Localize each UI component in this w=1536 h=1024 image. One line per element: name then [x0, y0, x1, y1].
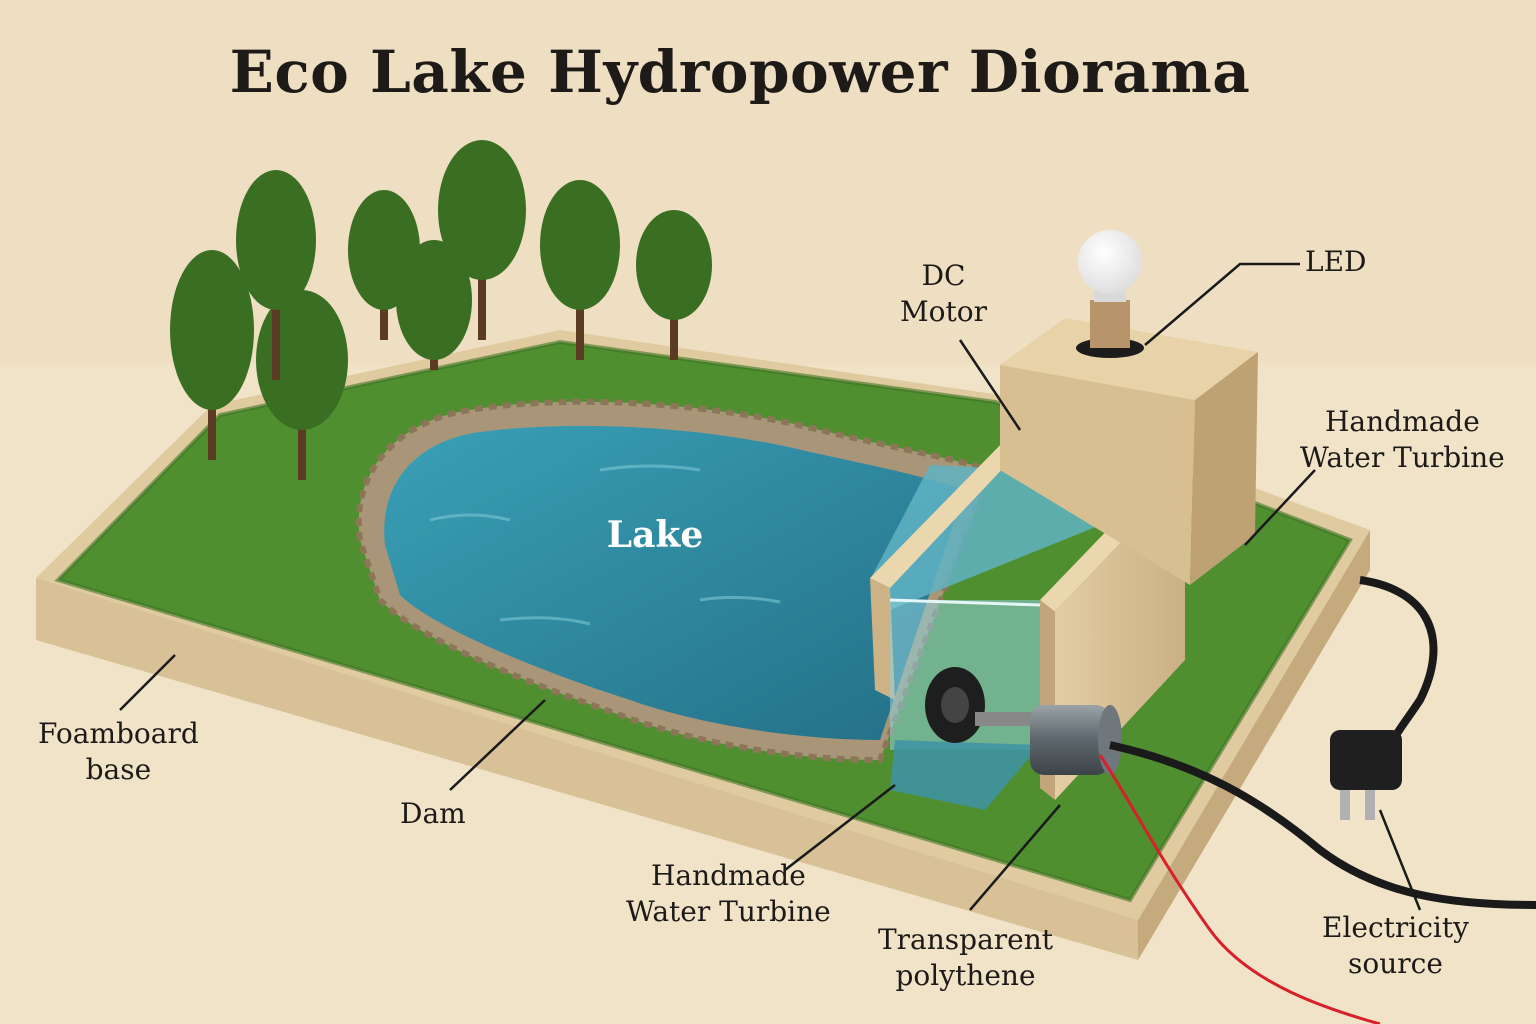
label-turbine-bottom: Handmade Water Turbine — [626, 859, 831, 928]
label-turbine-right: Handmade Water Turbine — [1300, 405, 1505, 474]
motor-icon — [1030, 705, 1122, 775]
black-cable — [1109, 741, 1536, 909]
label-foamboard: Foamboard base — [38, 717, 199, 786]
diagram-title: Eco Lake Hydropower Diorama — [229, 38, 1251, 106]
powerhouse-box — [1000, 318, 1258, 585]
leader-lines — [119, 262, 1422, 911]
led-bulb-icon — [1076, 230, 1144, 358]
label-led: LED — [1305, 245, 1367, 278]
label-dc-motor: DC Motor — [900, 259, 988, 328]
label-electricity: Electricity source — [1322, 911, 1469, 980]
turbine-icon — [925, 667, 1035, 743]
lake-label: Lake — [606, 514, 704, 556]
plug-icon — [1330, 730, 1402, 820]
tree-icon — [170, 140, 712, 480]
label-polythene: Transparent polythene — [878, 923, 1054, 992]
red-wire — [1098, 754, 1381, 1024]
lake-water — [384, 425, 966, 740]
label-dam: Dam — [400, 797, 466, 830]
